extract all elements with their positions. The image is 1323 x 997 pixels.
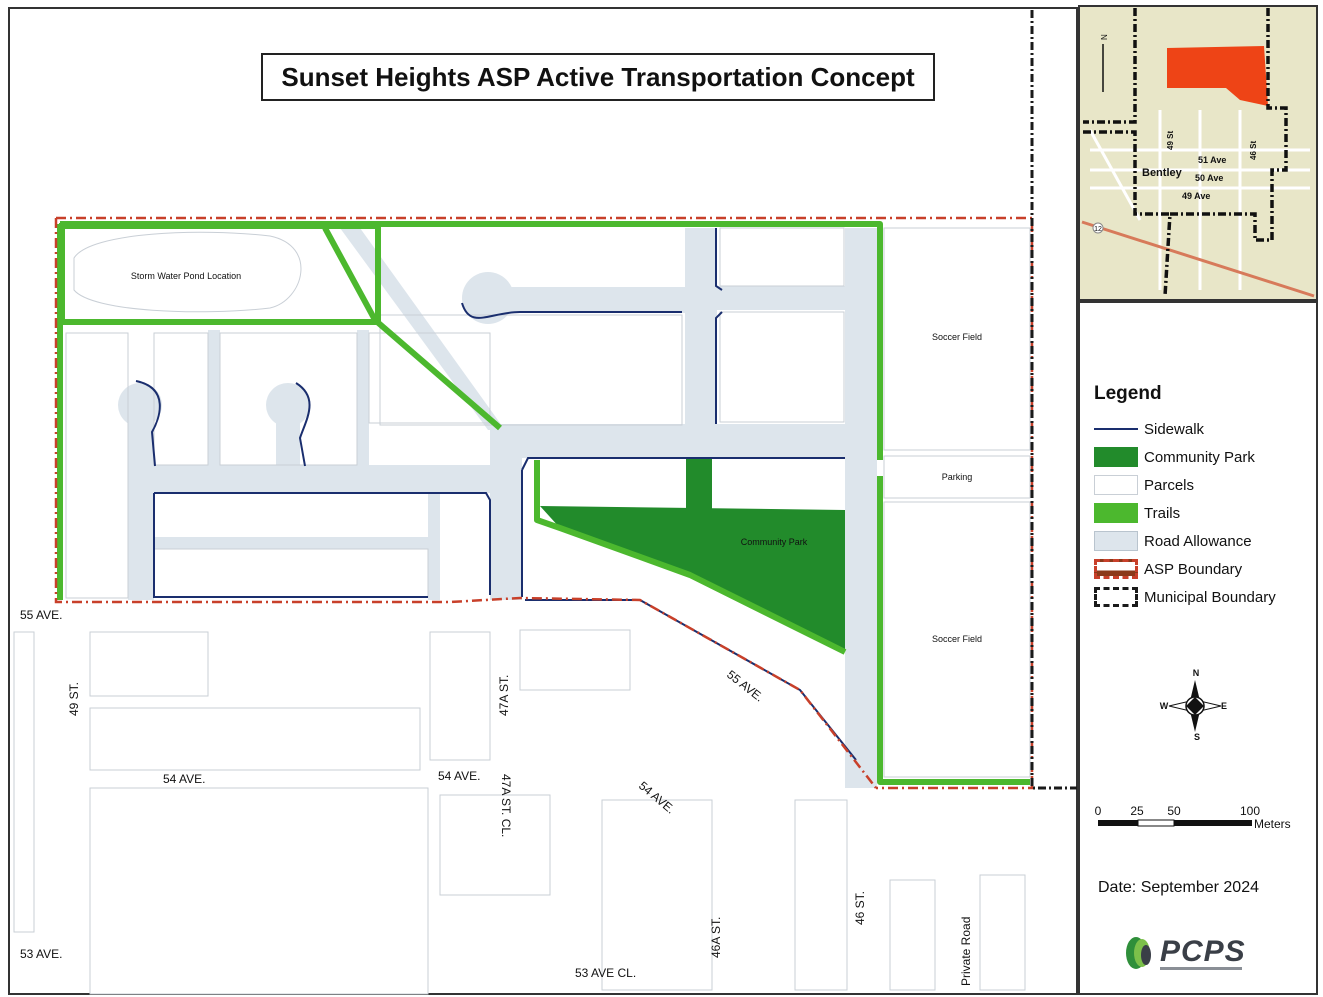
legend-item-parcels: Parcels [1094,471,1304,499]
street-49-st: 49 ST. [67,682,81,716]
trails-symbol-icon [1094,503,1138,523]
street-54-ave-mid: 54 AVE. [438,769,480,783]
pcps-leaf-icon [1126,937,1151,969]
scale-bar: 0 25 50 100 Meters [1095,804,1291,831]
map-title: Sunset Heights ASP Active Transportation… [281,61,915,92]
parcels-south [13,629,1026,995]
legend-item-road-allowance: Road Allowance [1094,527,1304,555]
pcps-logo-text: PCPS [1160,935,1246,968]
inset-46-st-label: 46 St [1249,141,1258,160]
municipal-boundary [1030,10,1077,790]
legend-label-asp-boundary: ASP Boundary [1144,560,1243,578]
street-54-ave-west: 54 AVE. [163,772,205,786]
inset-highway-label: 12 [1094,226,1102,233]
asp-boundary-symbol-icon [1094,559,1138,579]
site-parcels [65,227,845,599]
map-title-box: Sunset Heights ASP Active Transportation… [261,53,935,101]
legend-label-trails: Trails [1144,504,1181,522]
scale-tick-25: 25 [1130,804,1144,818]
legend-label-road-allowance: Road Allowance [1144,532,1252,550]
community-park-symbol-icon [1094,447,1138,467]
street-47a-st: 47A ST. [497,675,511,716]
compass-w: W [1160,701,1169,711]
sidewalks [135,228,857,761]
compass-s: S [1194,732,1200,742]
scale-tick-50: 50 [1167,804,1181,818]
inset-49-ave-label: 49 Ave [1182,191,1210,201]
legend-label-sidewalk: Sidewalk [1144,420,1205,438]
municipal-boundary-symbol-icon [1094,587,1138,607]
fields-east [883,227,1031,778]
legend-label-municipal-boundary: Municipal Boundary [1144,588,1276,606]
legend-item-community-park: Community Park [1094,443,1304,471]
legend: Legend Sidewalk Community Park Parcels T… [1094,383,1304,611]
parking-label: Parking [942,472,973,482]
legend-item-asp-boundary: ASP Boundary [1094,555,1304,583]
legend-panel [1078,301,1318,995]
storm-water-label: Storm Water Pond Location [131,271,241,281]
community-park-area: Community Park [540,458,845,652]
street-private-road: Private Road [959,917,973,986]
inset-50-ave-label: 50 Ave [1195,173,1223,183]
street-46-st: 46 ST. [853,891,867,925]
soccer-field-north-label: Soccer Field [932,332,982,342]
legend-item-municipal-boundary: Municipal Boundary [1094,583,1304,611]
street-53-ave: 53 AVE. [20,947,62,961]
pcps-logo: PCPS [1122,933,1252,975]
legend-label-parcels: Parcels [1144,476,1195,494]
compass-e: E [1221,701,1227,711]
scale-tick-100: 100 [1240,804,1260,818]
map-date: Date: September 2024 [1098,879,1259,896]
sidewalk-symbol-icon [1094,419,1138,439]
inset-plan-area [1167,46,1268,106]
inset-town-label: Bentley [1142,167,1183,179]
inset-north-label: N [1100,34,1109,40]
community-park-label: Community Park [741,537,808,547]
scale-tick-0: 0 [1095,804,1102,818]
road-allowance [118,228,877,788]
legend-heading: Legend [1094,383,1162,404]
inset-51-ave-label: 51 Ave [1198,155,1226,165]
street-55-ave-west: 55 AVE. [20,608,62,622]
compass-n: N [1193,668,1200,678]
compass-rose-icon [1168,680,1222,732]
trails [57,221,1030,785]
legend-item-sidewalk: Sidewalk [1094,415,1304,443]
pcps-logo-tagline-bar [1160,967,1242,970]
parcels-symbol-icon [1094,475,1138,495]
inset-49-st-label: 49 St [1166,131,1175,150]
street-46a-st: 46A ST. [709,917,723,958]
street-53-ave-cl: 53 AVE CL. [575,966,636,980]
road-allowance-symbol-icon [1094,531,1138,551]
inset-map: 12 N 49 St 46 St 51 Ave Bentley 50 Ave 4… [1078,5,1318,301]
street-47a-st-cl: 47A ST. CL. [499,774,513,837]
scale-unit: Meters [1254,817,1291,831]
legend-item-trails: Trails [1094,499,1304,527]
legend-label-community-park: Community Park [1144,448,1255,466]
soccer-field-south-label: Soccer Field [932,634,982,644]
